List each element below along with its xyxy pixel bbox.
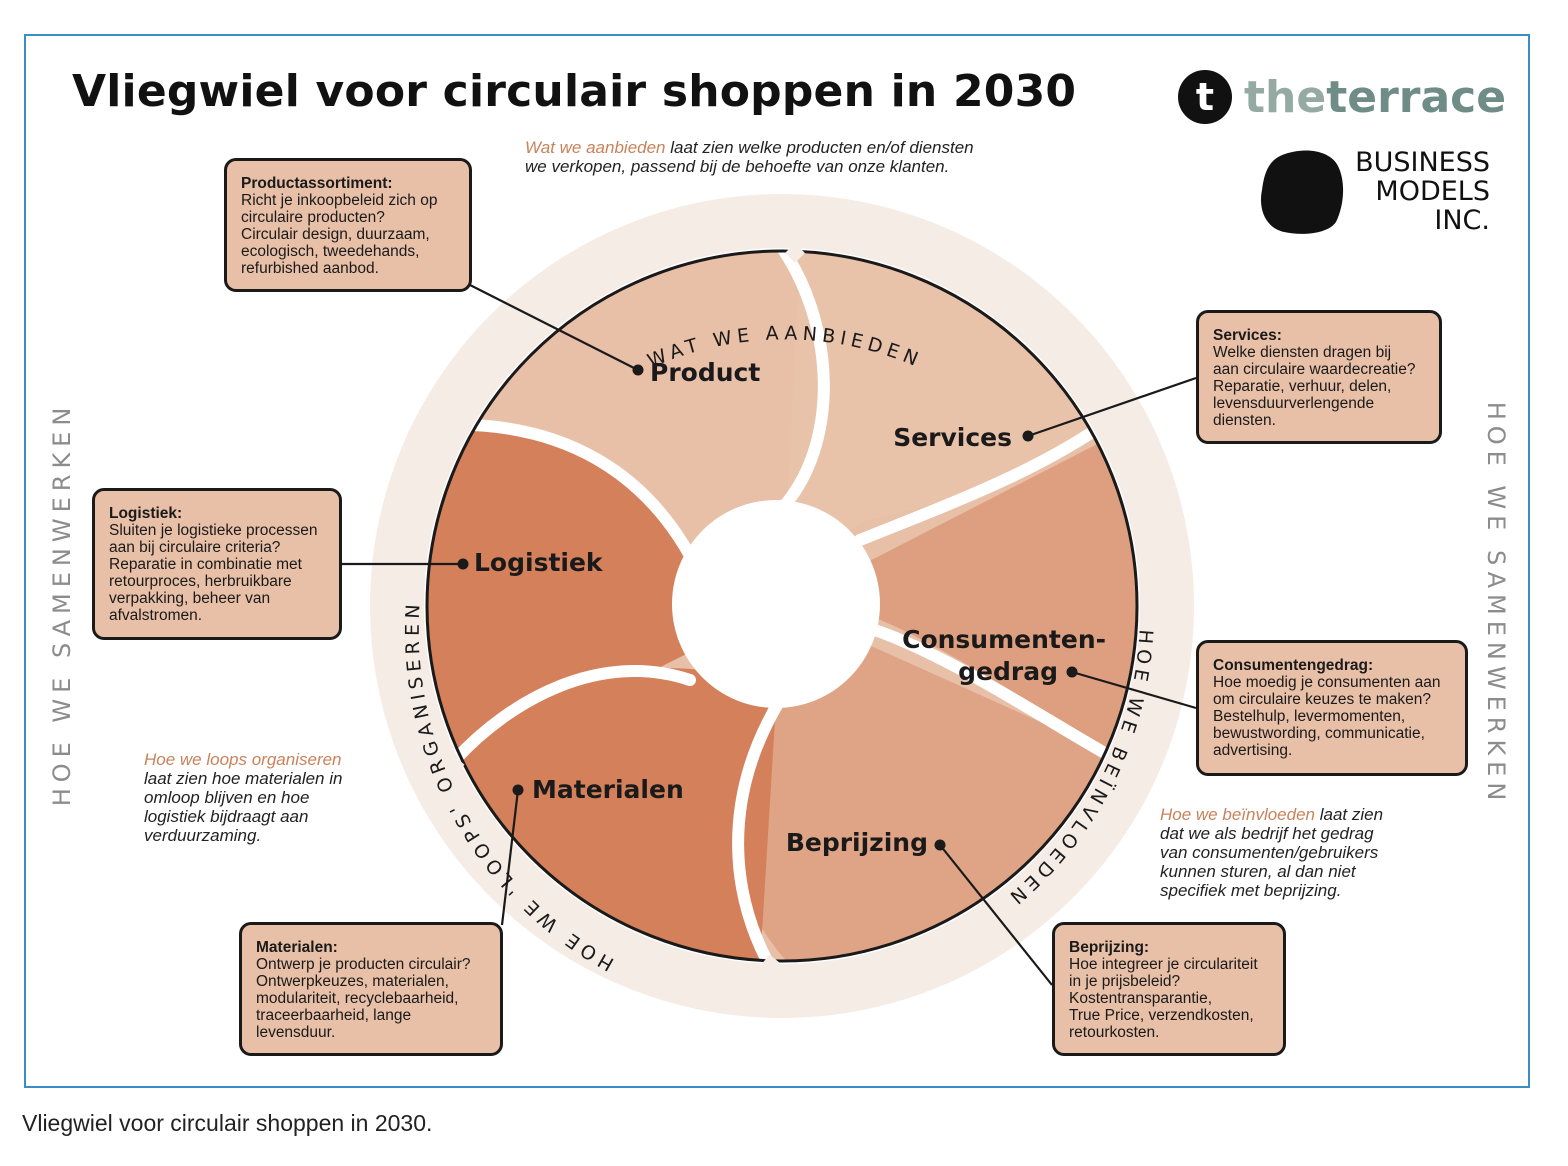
box-logistiek: Logistiek: Sluiten je logistieke process… [92,488,342,640]
page-title: Vliegwiel voor circulair shoppen in 2030 [72,66,1077,117]
wheel-outline [425,249,1139,963]
label-materialen: Materialen [532,775,684,804]
intro-beinvloeden: Hoe we beïnvloeden laat zien dat we als … [1160,805,1384,900]
center-hub [672,500,880,708]
intro-loops: Hoe we loops organiseren laat zien hoe m… [144,750,343,845]
label-beprijzing: Beprijzing [786,828,928,857]
dot-product [632,364,644,376]
black-blob-icon [1260,150,1344,234]
dot-services [1022,430,1034,442]
dot-materialen [512,784,524,796]
box-materialen: Materialen: Ontwerp je producten circula… [239,922,503,1056]
intro-aanbieden: Wat we aanbieden laat zien welke product… [525,138,974,176]
theterrace-mark: t [1178,70,1232,124]
segment-consumentengedrag [782,440,1137,760]
connector-beprijzing [939,844,1053,986]
label-logistiek: Logistiek [474,548,604,577]
segment-logistiek [427,424,782,770]
figure-caption: Vliegwiel voor circulair shoppen in 2030… [22,1110,433,1136]
label-consumentengedrag-1: Consumenten- [902,625,1106,654]
connector-consumentengedrag [1071,670,1197,710]
box-consumentengedrag: Consumentengedrag: Hoe moedig je consume… [1196,640,1468,776]
label-consumentengedrag-2: gedrag [958,657,1058,686]
box-services: Services: Welke diensten dragen bij aan … [1196,310,1442,444]
bmi-wordmark: BUSINESS MODELS INC. [1355,147,1490,236]
connector-product [469,284,639,371]
theterrace-wordmark: theterrace [1244,71,1507,123]
dot-logistiek [457,558,469,570]
label-services: Services [893,423,1012,452]
box-productassortiment: Productassortiment: Richt je inkoopbelei… [224,158,472,292]
connector-materialen [500,789,520,926]
connector-services [1027,376,1197,438]
dot-beprijzing [934,839,946,851]
diagram-frame [24,34,1530,1088]
theterrace-logo: t theterrace [1178,70,1506,124]
dot-consumentengedrag [1066,666,1078,678]
label-product: Product [650,358,760,387]
box-beprijzing: Beprijzing: Hoe integreer je circularite… [1052,922,1286,1056]
business-models-inc-logo: BUSINESS MODELS INC. [1258,148,1498,238]
